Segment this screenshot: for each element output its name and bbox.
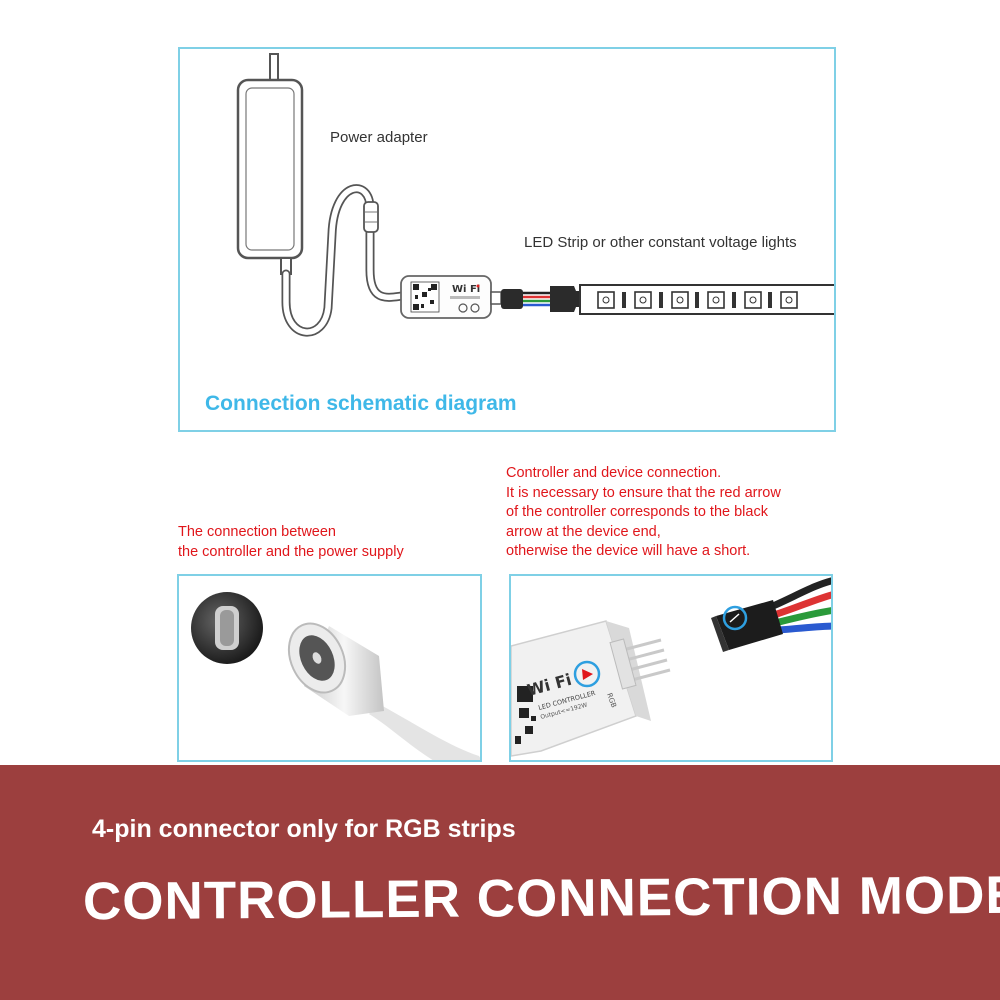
device-black-arrow bbox=[729, 613, 740, 623]
dc-socket-plug bbox=[287, 622, 480, 760]
controller-connection-note: Controller and device connection. It is … bbox=[506, 464, 781, 562]
power-plug-photo-panel bbox=[177, 574, 482, 762]
power-adapter-label: Power adapter bbox=[330, 129, 428, 146]
controller-arrow-highlight bbox=[573, 660, 601, 688]
note-line: of the controller corresponds to the bla… bbox=[506, 504, 768, 520]
dc-barrel-plug bbox=[191, 592, 263, 664]
note-line: Controller and device connection. bbox=[506, 465, 722, 481]
controller-logo: Wi Fi bbox=[452, 284, 480, 295]
note-line: arrow at the device end, bbox=[506, 523, 661, 540]
led-strip bbox=[579, 284, 834, 315]
controller-pin-illustration: Wi Fi LED CONTROLLER Output<=192W RGB bbox=[511, 577, 831, 757]
dc-cable bbox=[281, 184, 407, 337]
rgb-wires bbox=[769, 577, 831, 634]
device-arrow-highlight bbox=[722, 605, 748, 631]
schematic-panel: Wi Fi bbox=[178, 47, 836, 432]
power-adapter-box bbox=[236, 78, 304, 275]
schematic-illustration: Wi Fi bbox=[236, 53, 834, 337]
note-line: It is necessary to ensure that the red a… bbox=[506, 484, 781, 501]
device-connector bbox=[711, 600, 783, 652]
controller-red-arrow bbox=[582, 669, 593, 680]
led-strip-label: LED Strip or other constant voltage ligh… bbox=[524, 234, 797, 251]
note-line: the controller and the power supply bbox=[178, 543, 404, 560]
note-line: The connection between bbox=[178, 524, 336, 540]
qr-code bbox=[515, 686, 536, 744]
dc-plug bbox=[363, 201, 379, 233]
banner-subtitle: 4-pin connector only for RGB strips bbox=[92, 815, 516, 843]
note-line: otherwise the device will have a short. bbox=[506, 543, 751, 559]
power-connection-note: The connection between the controller an… bbox=[178, 523, 404, 562]
dc-jack-illustration bbox=[191, 592, 480, 760]
controller-housing bbox=[511, 620, 671, 757]
wifi-controller: Wi Fi bbox=[400, 275, 502, 319]
banner-title: CONTROLLER CONNECTION MODE bbox=[82, 865, 1000, 932]
power-cord bbox=[269, 53, 279, 81]
bottom-banner bbox=[0, 765, 1000, 1000]
rgb-connector bbox=[501, 286, 583, 312]
schematic-title: Connection schematic diagram bbox=[205, 392, 517, 415]
controller-photo-panel: Wi Fi LED CONTROLLER Output<=192W RGB bbox=[509, 574, 833, 762]
